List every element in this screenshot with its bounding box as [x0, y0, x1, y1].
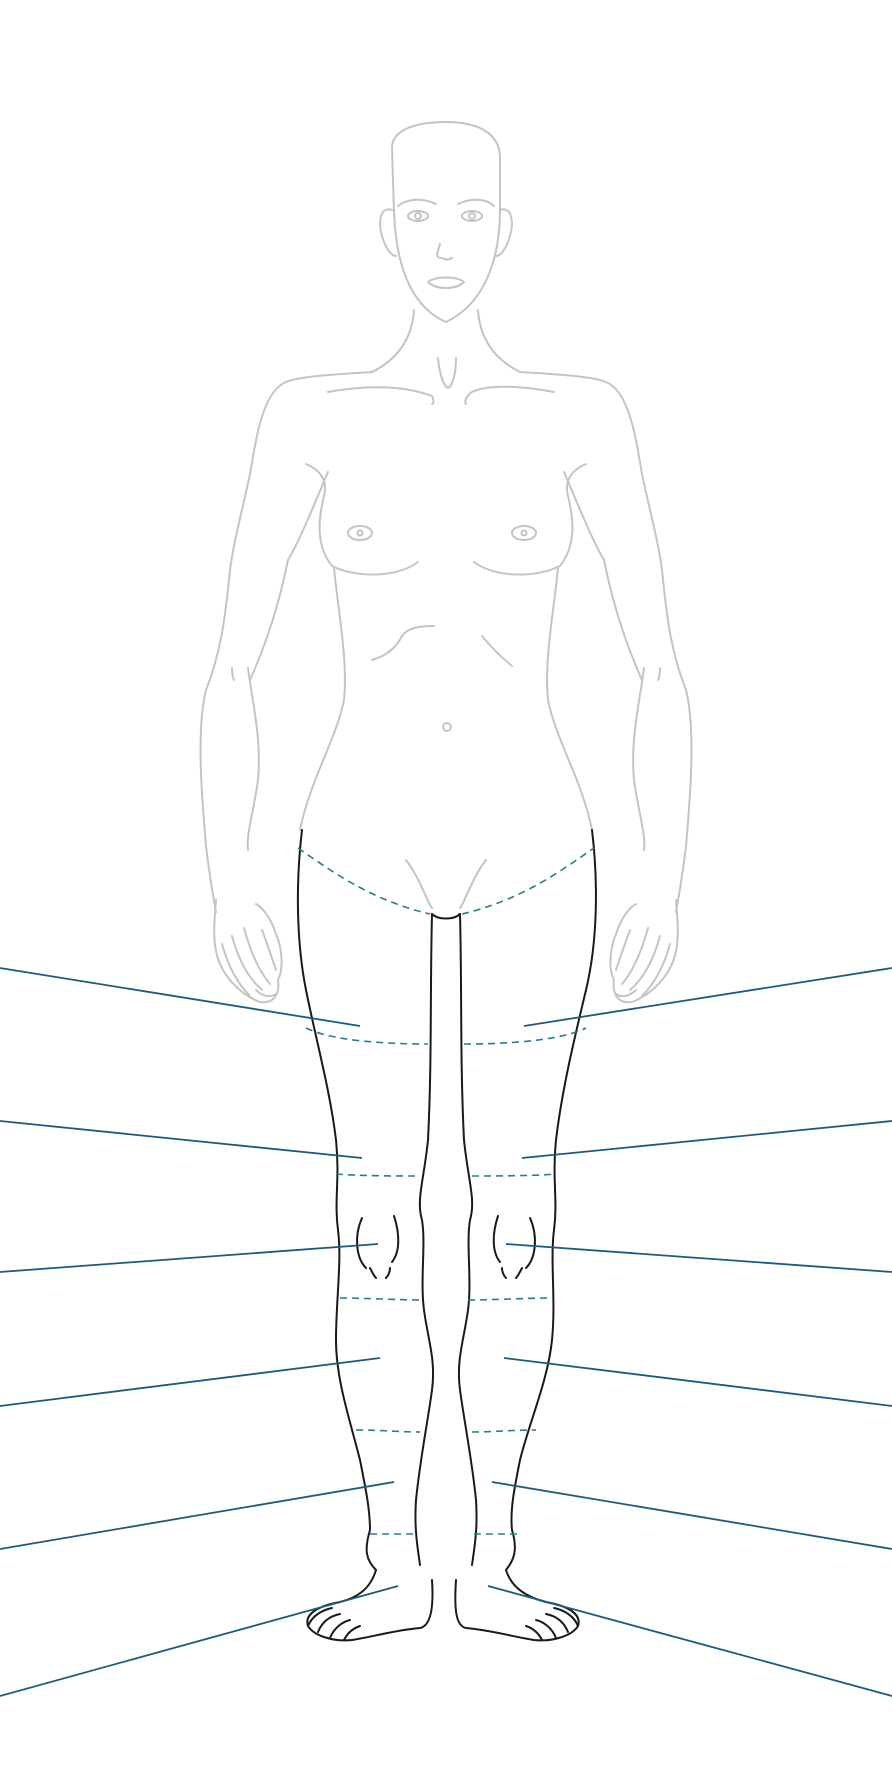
neck-notch	[437, 357, 457, 389]
zone-boundary-2-left	[305, 1027, 429, 1045]
leader-line-knee-right	[505, 1243, 892, 1273]
left-collarbone	[327, 386, 435, 405]
right-eye	[461, 210, 483, 222]
left-kneecap-inner	[391, 1215, 400, 1263]
left-hand	[213, 899, 283, 1004]
mouth	[427, 276, 465, 289]
leader-line-upper-thigh-right	[523, 967, 892, 1027]
right-leg-outer	[505, 829, 597, 1571]
neck-right	[477, 309, 521, 373]
left-leg-outer	[296, 829, 377, 1571]
left-forearm-inner	[246, 667, 260, 851]
left-leg-inner	[414, 913, 435, 1566]
right-nipple	[511, 525, 537, 541]
zone-boundary-2-right	[463, 1027, 587, 1045]
head-outline	[391, 121, 501, 323]
zone-boundary-4-left	[339, 1297, 425, 1301]
leader-lines	[0, 967, 892, 1697]
right-knee-tick2	[501, 1267, 507, 1279]
left-nipple	[347, 525, 373, 541]
zone-boundary-3-left	[335, 1173, 421, 1177]
zone-boundary-3-right	[471, 1173, 557, 1177]
leader-line-lower-calf-left	[0, 1481, 395, 1550]
zone-boundary-4-right	[467, 1297, 553, 1301]
leader-line-ankle-foot-left	[0, 1585, 399, 1697]
torso-left-waist	[299, 567, 346, 831]
zone-boundary-5-right	[471, 1429, 537, 1433]
torso-right-outline	[519, 371, 693, 913]
leader-line-knee-left	[0, 1243, 379, 1273]
left-kneecap-outer	[356, 1217, 367, 1269]
leader-line-lower-thigh-left	[0, 1120, 363, 1159]
nose	[436, 243, 453, 261]
left-breast	[305, 463, 419, 576]
zone-boundary-1-left	[297, 847, 431, 915]
left-eyebrow	[397, 198, 437, 207]
leader-line-lower-calf-right	[491, 1481, 892, 1550]
right-elbow-mark	[657, 667, 661, 681]
left-knee-tick2	[385, 1267, 391, 1279]
abdomen-line-left	[371, 625, 435, 661]
upper-body-outline	[199, 121, 693, 913]
pubic-outline-right	[459, 859, 487, 909]
zone-boundaries	[297, 847, 595, 1535]
left-knee-tick1	[369, 1267, 377, 1279]
right-collarbone	[464, 385, 555, 405]
torso-left-outline	[199, 371, 373, 913]
right-breast	[473, 463, 587, 576]
navel	[442, 722, 452, 732]
torso-left-side	[249, 471, 329, 681]
neck-left	[371, 309, 415, 373]
zone-boundary-1-right	[461, 847, 595, 915]
leader-line-upper-thigh-left	[0, 967, 361, 1027]
right-nipple-center	[520, 529, 528, 537]
zone-boundary-5-left	[355, 1429, 421, 1433]
right-kneecap-outer	[525, 1217, 536, 1269]
leader-line-lower-thigh-right	[521, 1120, 892, 1159]
torso-right-waist	[546, 567, 593, 831]
left-ear	[379, 208, 397, 257]
pubic-outline	[405, 859, 433, 909]
right-leg-inner	[457, 913, 478, 1566]
right-kneecap-inner	[492, 1215, 501, 1263]
leader-line-upper-calf-left	[0, 1357, 381, 1407]
right-eyebrow	[457, 198, 495, 207]
torso-right-side	[563, 471, 643, 681]
left-elbow-mark	[231, 667, 235, 681]
left-eye	[407, 210, 429, 222]
right-ear	[495, 208, 513, 257]
right-hand	[609, 899, 679, 1004]
abdomen-line-right	[481, 635, 513, 667]
right-iris	[468, 212, 476, 220]
left-nipple-center	[356, 529, 364, 537]
right-knee-tick1	[515, 1267, 523, 1279]
crotch	[431, 913, 461, 920]
legs-outline	[296, 829, 597, 1571]
left-iris	[414, 212, 422, 220]
right-forearm-inner	[632, 667, 646, 851]
leader-line-ankle-foot-right	[487, 1585, 892, 1697]
leader-line-upper-calf-right	[503, 1357, 892, 1407]
